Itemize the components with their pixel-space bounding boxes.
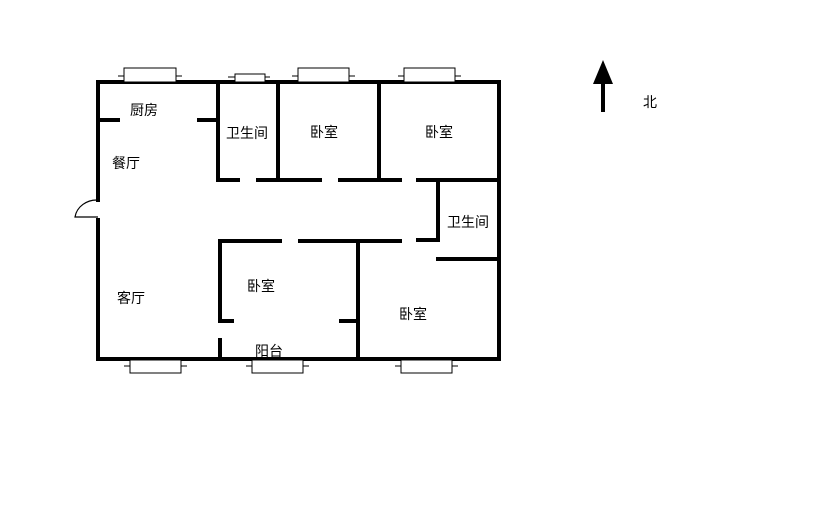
- room-label-bedroom-1: 卧室: [310, 125, 338, 141]
- room-label-bedroom-2: 卧室: [425, 125, 453, 141]
- window-bed1: [292, 67, 355, 83]
- room-label-kitchen: 厨房: [130, 103, 158, 119]
- room-label-bedroom-4: 卧室: [399, 307, 427, 323]
- walls: [96, 80, 501, 361]
- window-bed2: [398, 67, 461, 83]
- window-living: [124, 359, 187, 374]
- room-label-living: 客厅: [117, 291, 145, 307]
- compass-north-label: 北: [643, 95, 657, 111]
- room-label-bedroom-3: 卧室: [247, 279, 275, 295]
- north-arrow-icon: [593, 60, 613, 112]
- room-label-bathroom-1: 卫生间: [226, 126, 268, 142]
- window-bed4: [395, 359, 458, 374]
- window-bath1: [228, 73, 270, 83]
- room-label-balcony: 阳台: [255, 344, 283, 360]
- room-label-dining: 餐厅: [112, 156, 140, 172]
- entry-door-icon: [74, 199, 99, 218]
- window-balcony: [246, 359, 309, 374]
- windows: [118, 67, 461, 374]
- window-kitchen: [118, 67, 182, 83]
- room-label-bathroom-2: 卫生间: [447, 215, 489, 231]
